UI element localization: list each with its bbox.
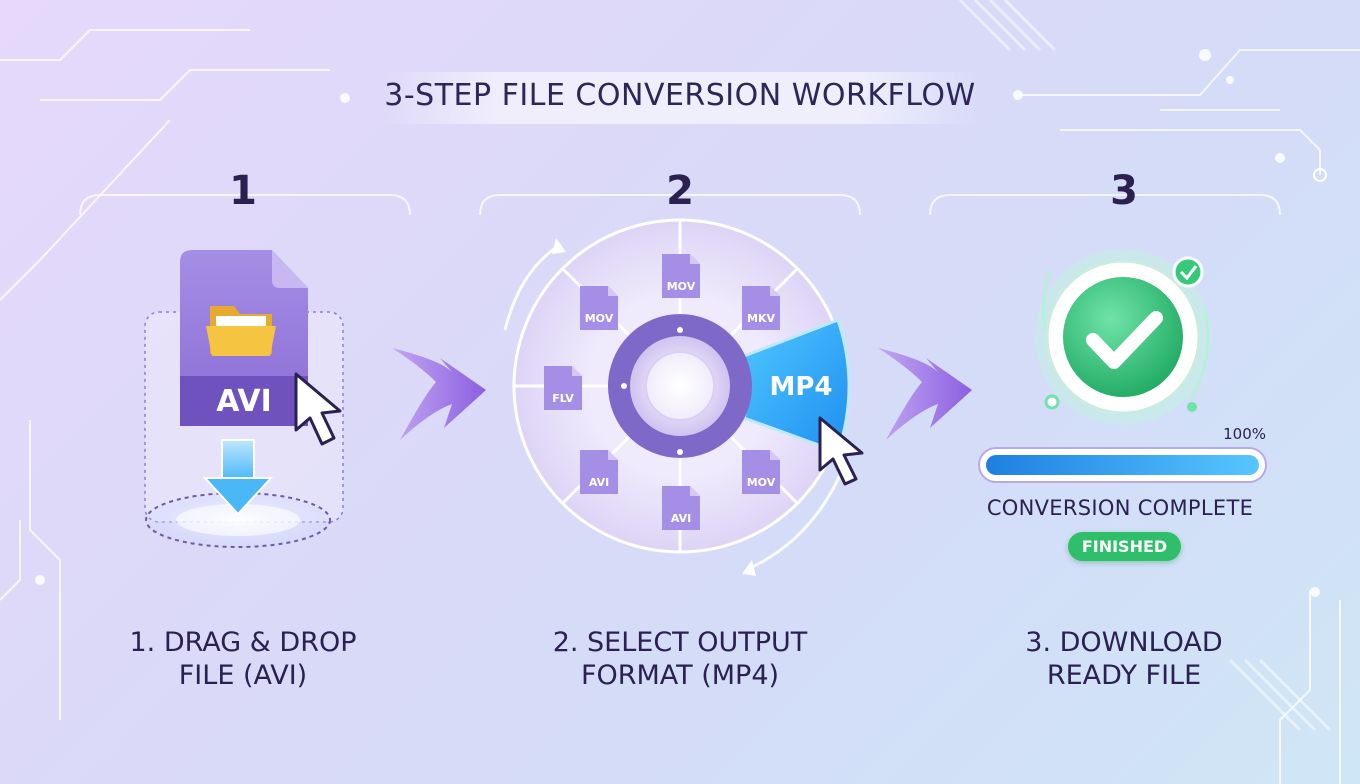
file-icon-avi-left[interactable] (580, 450, 618, 494)
step-2-caption: 2. SELECT OUTPUT FORMAT (MP4) (500, 626, 860, 692)
page-title: 3-STEP FILE CONVERSION WORKFLOW (384, 78, 976, 113)
file-icon-mov-bottom-right[interactable] (742, 450, 780, 494)
arrow-right-icon-2 (878, 348, 972, 440)
file-icon-avi-bottom[interactable] (662, 486, 700, 530)
step-2-caption-line-1: 2. SELECT OUTPUT (552, 627, 808, 658)
format-label: AVI (670, 512, 692, 525)
step-1-caption: 1. DRAG & DROP FILE (AVI) (63, 626, 423, 692)
step-1-caption-line-1: 1. DRAG & DROP (129, 627, 357, 658)
title-band (380, 72, 980, 124)
progress-bar (978, 447, 1267, 483)
arrow-right-icon-1 (392, 348, 486, 440)
step-3-number: 3 (1110, 168, 1138, 214)
selected-format-label: MP4 (769, 372, 833, 402)
format-label: MOV (666, 280, 696, 293)
progress-percent: 100% (1223, 425, 1266, 443)
file-icon-mov-left[interactable] (580, 286, 618, 330)
finished-badge: FINISHED (1068, 532, 1181, 561)
step-3-caption: 3. DOWNLOAD READY FILE (944, 626, 1304, 692)
success-check-icon (1035, 249, 1211, 425)
step-3-caption-line-1: 3. DOWNLOAD (1025, 627, 1223, 658)
step-3-caption-line-2: READY FILE (1046, 660, 1202, 691)
step-2-number: 2 (666, 168, 694, 214)
format-label: MKV (747, 312, 775, 325)
format-label: MOV (584, 312, 614, 325)
file-type-label: AVI (216, 384, 272, 419)
cursor-icon (294, 372, 342, 446)
step-1-number: 1 (229, 168, 257, 214)
step-1-caption-line-2: FILE (AVI) (178, 660, 308, 691)
conversion-status-text: CONVERSION COMPLETE (986, 496, 1254, 520)
format-label: MOV (746, 476, 776, 489)
file-icon-flv[interactable] (544, 366, 582, 410)
file-icon-mov-top[interactable] (662, 254, 700, 298)
step-2-caption-line-2: FORMAT (MP4) (580, 660, 780, 691)
format-label: AVI (588, 476, 610, 489)
cursor-icon-step-2 (818, 416, 864, 486)
folder-icon (206, 306, 276, 356)
format-label: FLV (552, 392, 574, 405)
file-icon-mkv[interactable] (742, 286, 780, 330)
down-arrow-icon (202, 439, 274, 516)
